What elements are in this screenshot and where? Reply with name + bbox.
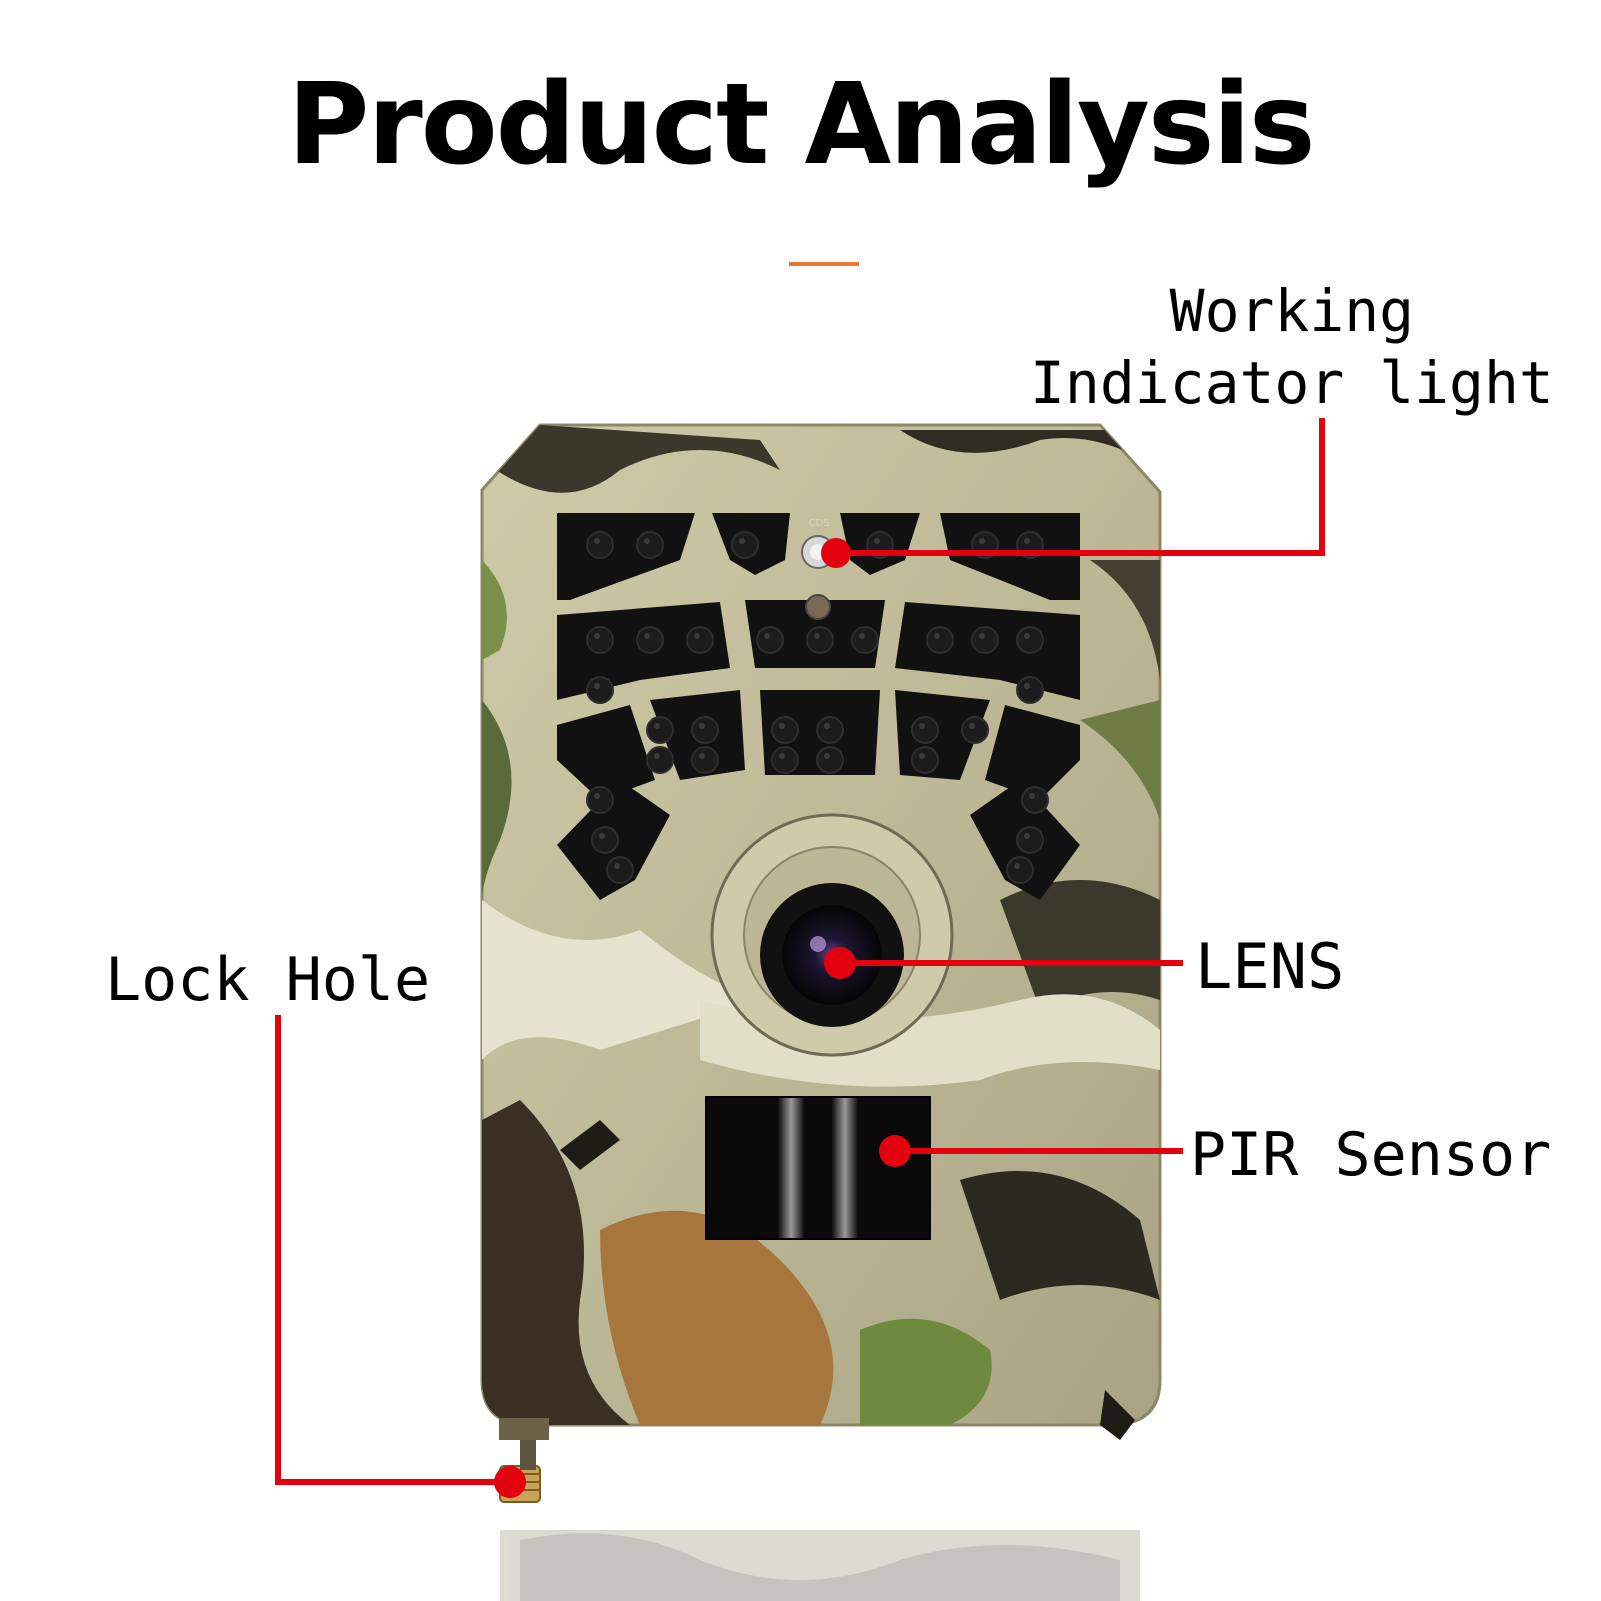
lens-label: LENS — [1195, 930, 1345, 1003]
ir-led-highlight — [979, 633, 985, 639]
ir-led-highlight — [764, 633, 770, 639]
ir-led — [1006, 856, 1034, 884]
cds-marking: CDS — [808, 518, 829, 529]
ir-led-highlight — [874, 538, 880, 544]
ir-led-highlight — [594, 793, 600, 799]
page-title: Product Analysis — [287, 60, 1315, 190]
ir-led — [1016, 626, 1044, 654]
ir-led — [586, 676, 614, 704]
ir-led — [816, 716, 844, 744]
ir-led — [961, 716, 989, 744]
ir-led-highlight — [1014, 863, 1020, 869]
ir-led-highlight — [1024, 633, 1030, 639]
ir-led-highlight — [694, 633, 700, 639]
camo-pattern — [482, 425, 1160, 1425]
ir-led — [731, 531, 759, 559]
lens-dot — [824, 947, 856, 979]
ir-led-highlight — [644, 538, 650, 544]
ir-led — [806, 626, 834, 654]
ir-led — [636, 531, 664, 559]
ir-led-highlight — [779, 723, 785, 729]
ir-led — [586, 786, 614, 814]
ir-led-highlight — [599, 833, 605, 839]
ir-led — [586, 531, 614, 559]
ir-led-highlight — [654, 723, 660, 729]
ir-led-highlight — [654, 753, 660, 759]
ir-led — [1016, 826, 1044, 854]
lock-hole-leader — [275, 1015, 510, 1485]
ir-led-array — [586, 531, 1049, 884]
ir-led-highlight — [979, 538, 985, 544]
ir-led — [646, 716, 674, 744]
ir-led — [691, 716, 719, 744]
ir-led — [771, 716, 799, 744]
ir-led-highlight — [779, 753, 785, 759]
ir-led-highlight — [1024, 833, 1030, 839]
ir-led — [926, 626, 954, 654]
ir-led-highlight — [859, 633, 865, 639]
ir-led-highlight — [1029, 793, 1035, 799]
ir-led-highlight — [699, 753, 705, 759]
ir-led — [691, 746, 719, 774]
ir-led-highlight — [594, 633, 600, 639]
lens-assembly — [710, 813, 954, 1057]
ir-led-highlight — [739, 538, 745, 544]
ir-led — [771, 746, 799, 774]
ir-led — [816, 746, 844, 774]
ir-led — [686, 626, 714, 654]
reflection — [500, 1530, 1140, 1601]
ir-led — [606, 856, 634, 884]
ir-led — [586, 626, 614, 654]
pir-dot — [879, 1135, 911, 1167]
ir-led-highlight — [594, 538, 600, 544]
ir-led-highlight — [919, 753, 925, 759]
ir-led — [1016, 676, 1044, 704]
ir-led-highlight — [934, 633, 940, 639]
ir-led-highlight — [814, 633, 820, 639]
ir-led — [911, 746, 939, 774]
ir-led — [1021, 786, 1049, 814]
ir-led-highlight — [644, 633, 650, 639]
working-indicator-label: Working Indicator light — [1030, 275, 1554, 419]
ir-led-highlight — [919, 723, 925, 729]
callout-leaders — [275, 418, 1325, 1498]
ir-led-highlight — [614, 863, 620, 869]
ir-led-highlight — [1024, 683, 1030, 689]
ir-led — [851, 626, 879, 654]
pir-sensor-window — [705, 1096, 931, 1240]
ir-led — [756, 626, 784, 654]
working-light-leader — [835, 418, 1325, 556]
ir-led-highlight — [824, 723, 830, 729]
lock-hole-dot — [494, 1466, 526, 1498]
ir-led-highlight — [824, 753, 830, 759]
ir-led-highlight — [1024, 538, 1030, 544]
ir-led — [911, 716, 939, 744]
ir-led — [591, 826, 619, 854]
ir-led-highlight — [699, 723, 705, 729]
title-accent-rule — [789, 262, 859, 266]
ir-led-highlight — [594, 683, 600, 689]
ir-led — [646, 746, 674, 774]
ir-led — [636, 626, 664, 654]
working-indicator-line1: Working — [1169, 277, 1415, 345]
lock-hole-label: Lock Hole — [105, 945, 431, 1015]
working-indicator-line2: Indicator light — [1030, 349, 1554, 417]
working-light-dot — [821, 538, 851, 568]
ir-led — [971, 626, 999, 654]
pir-sensor-label: PIR Sensor — [1190, 1120, 1552, 1190]
ir-led-highlight — [969, 723, 975, 729]
